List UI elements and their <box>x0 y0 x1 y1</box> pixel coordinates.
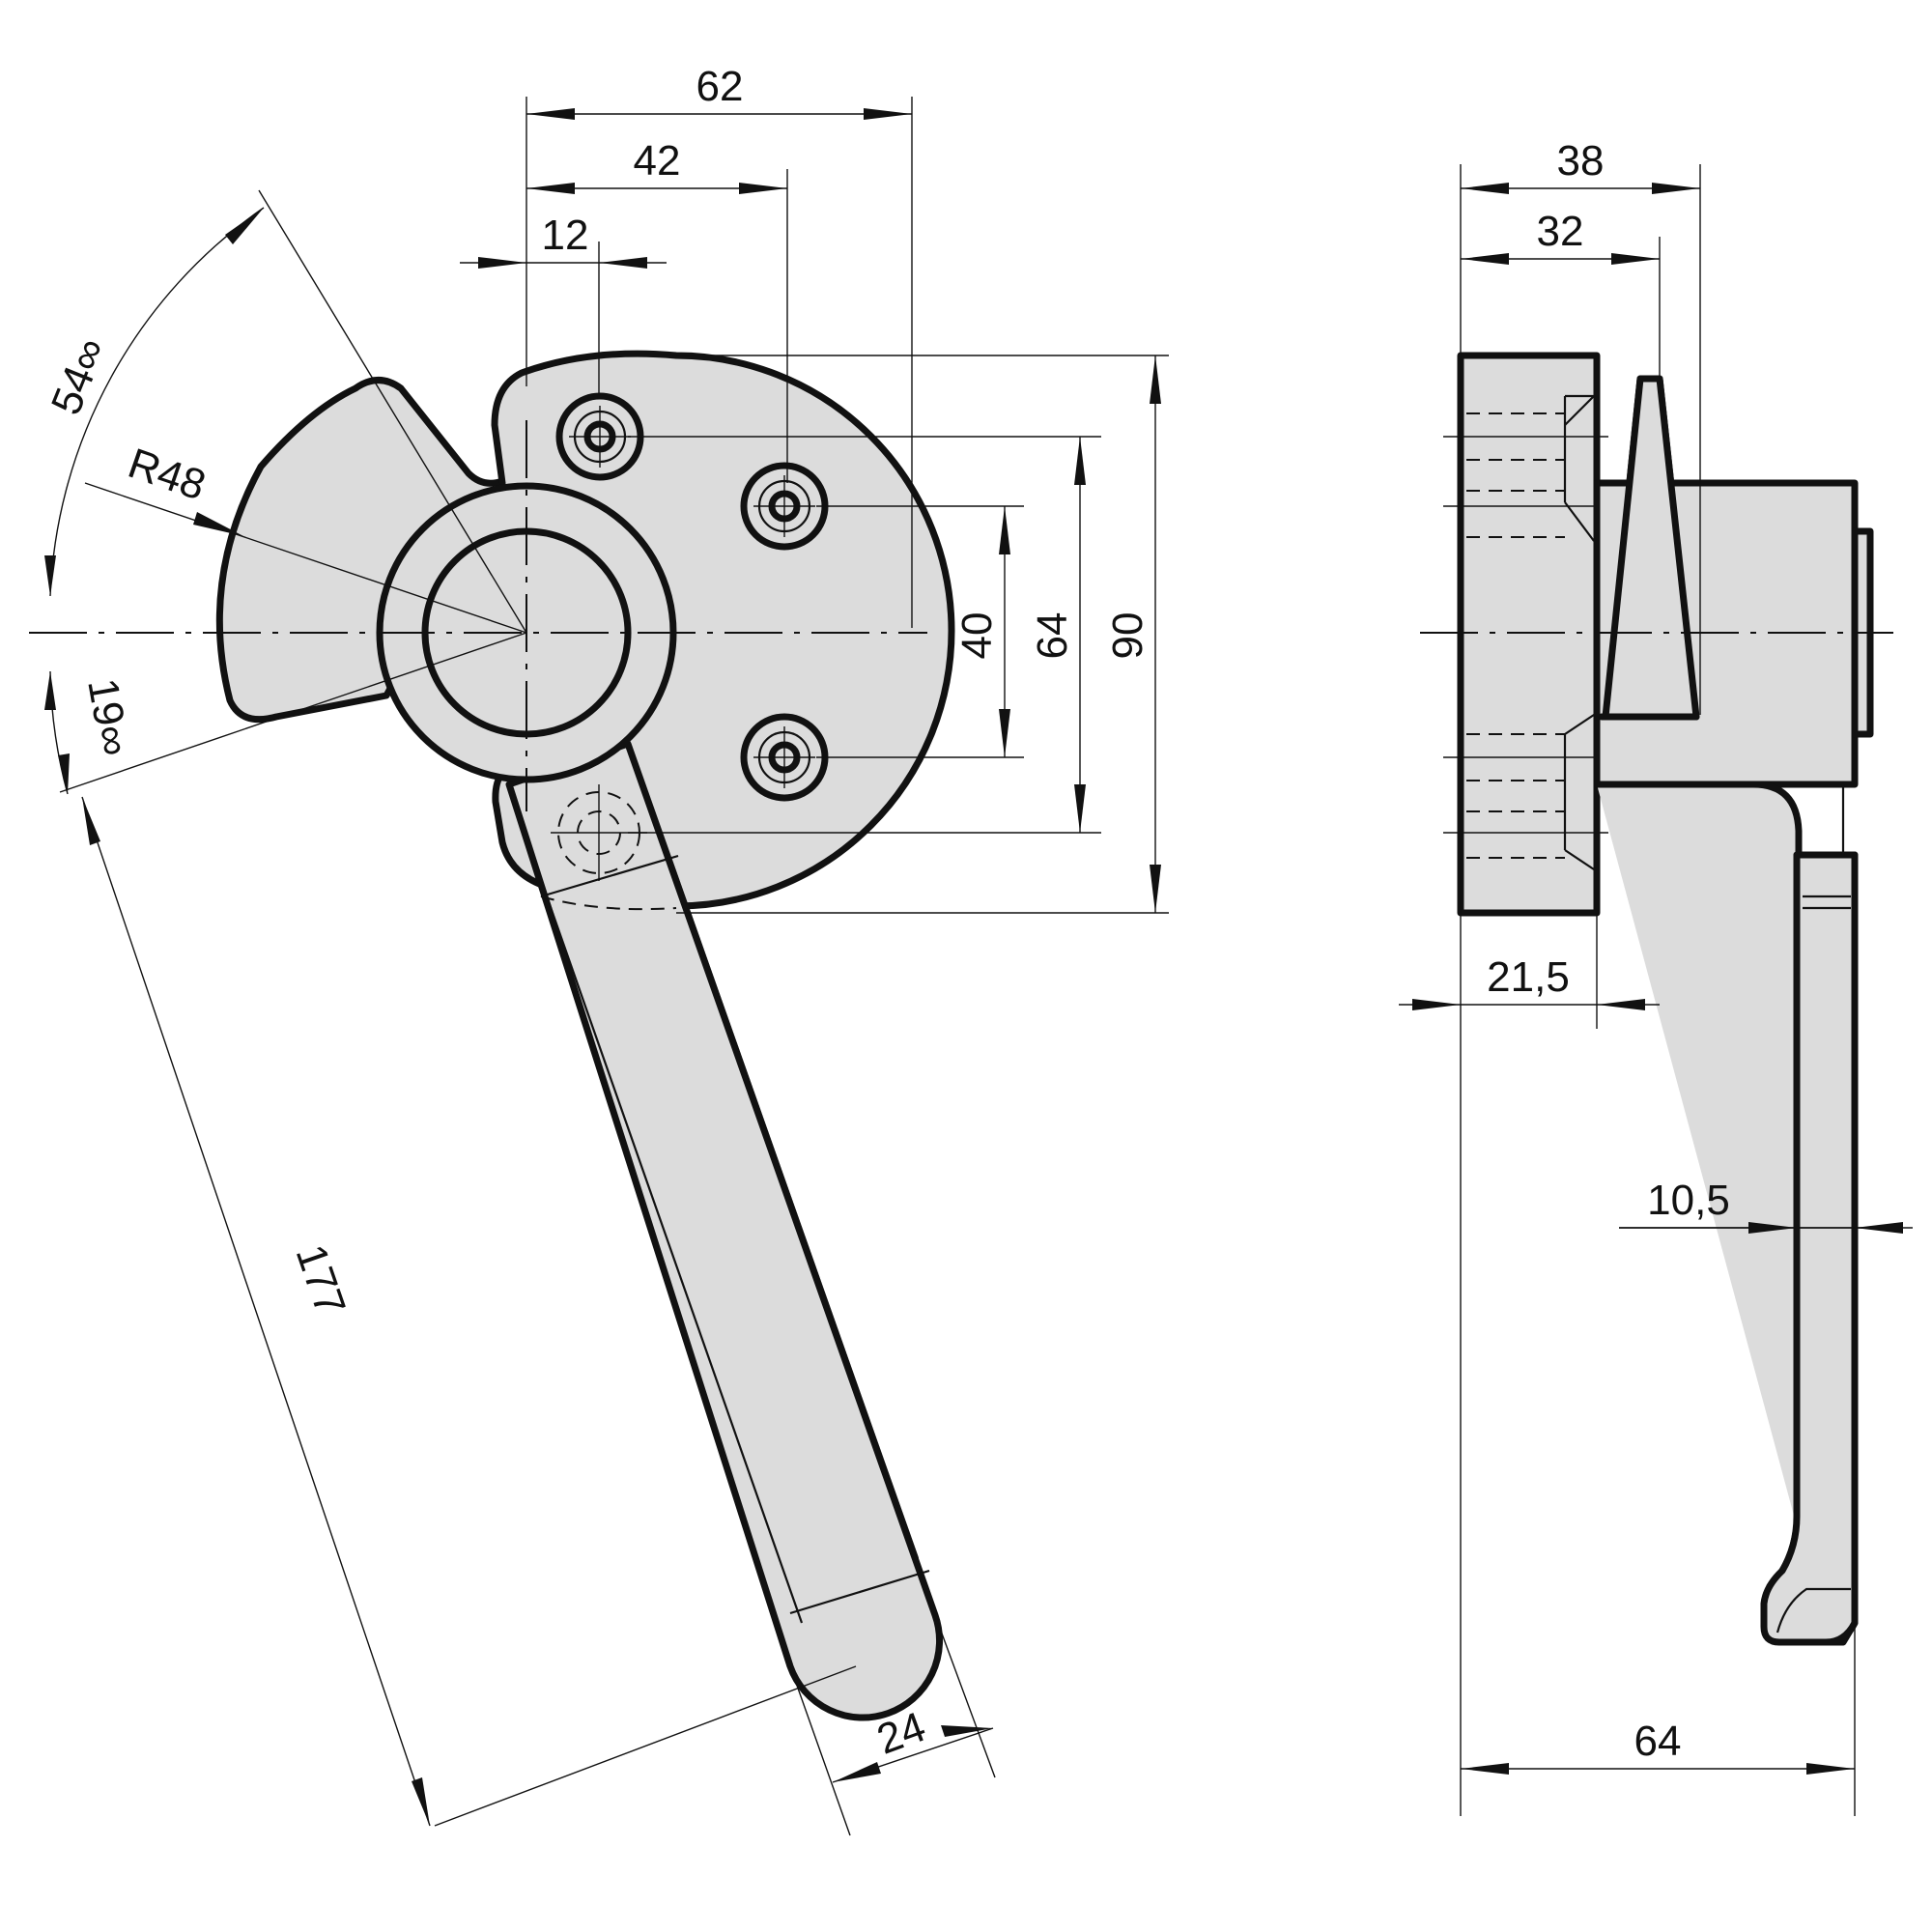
side-view: 38 32 21,5 10,5 64 <box>1399 137 1913 1816</box>
dim-10-5: 10,5 <box>1647 1177 1730 1224</box>
side-hidden-bores <box>1466 412 1565 859</box>
handle-grip-line <box>789 1569 930 1615</box>
dim-32: 32 <box>1537 208 1584 255</box>
dim-38: 38 <box>1557 137 1605 185</box>
front-view: 62 42 12 40 64 90 <box>29 63 1169 1836</box>
radius-leader <box>84 482 527 634</box>
handle-collar-line <box>540 854 679 898</box>
dim-21-5: 21,5 <box>1487 953 1570 1001</box>
dim-40: 40 <box>953 612 1001 660</box>
cam-wing <box>215 377 506 724</box>
angle-ref-line-lower <box>59 632 527 793</box>
radius-label: R48 <box>123 440 212 510</box>
handle-edge-line <box>668 857 920 1559</box>
hidden-arc <box>540 895 677 911</box>
dim-177: 177 <box>287 1239 355 1321</box>
dim-12: 12 <box>542 212 589 259</box>
handle-edge-line <box>544 893 804 1624</box>
dim-42: 42 <box>634 137 681 185</box>
dim-64-front: 64 <box>1029 612 1076 660</box>
side-base-plate <box>1457 352 1601 917</box>
lever-handle <box>505 740 944 1721</box>
angle-ref-line-upper <box>258 189 527 634</box>
angle-54: 54∞ <box>43 331 116 421</box>
angle-arc-54 <box>49 207 265 597</box>
angle-19: 19∞ <box>78 675 138 760</box>
dim-64-side: 64 <box>1634 1718 1682 1765</box>
dim-62: 62 <box>696 63 744 110</box>
dim-90: 90 <box>1104 612 1151 660</box>
